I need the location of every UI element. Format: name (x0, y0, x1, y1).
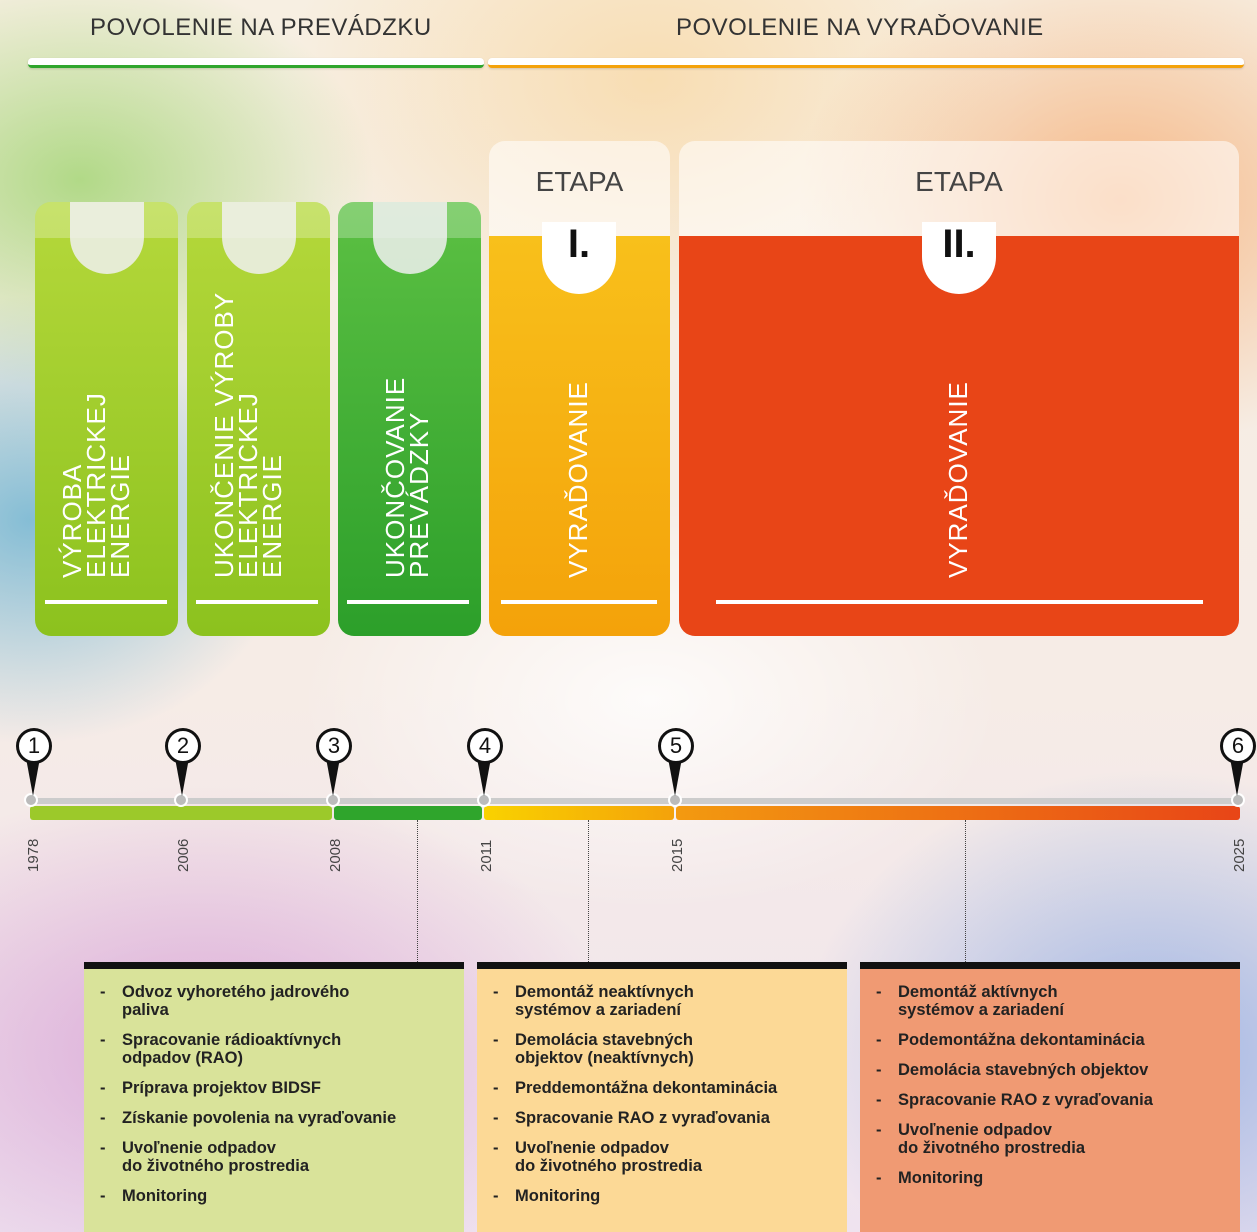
timeline-segment-2 (334, 806, 482, 820)
activity-item: Demontáž neaktívnych systémov a zariaden… (493, 983, 829, 1019)
pin-tail (326, 758, 340, 796)
etapa-roman-1: I. (567, 222, 591, 266)
connector-line-3 (965, 820, 966, 962)
header-decommissioning-permit: POVOLENIE NA VYRAĎOVANIE (676, 14, 1044, 41)
activity-item: Uvoľnenie odpadov do životného prostredi… (100, 1139, 446, 1175)
activity-list-1: Odvoz vyhoretého jadrového paliva Spraco… (100, 983, 446, 1205)
activity-item: Získanie povolenia na vyraďovanie (100, 1109, 446, 1127)
etapa-roman-2: II. (942, 222, 976, 266)
phase-label-1: VÝROBA ELEKTRICKEJ ENERGIE (57, 392, 135, 578)
year-label-4: 2011 (478, 839, 495, 872)
activity-item: Spracovanie RAO z vyraďovania (493, 1109, 829, 1127)
pin-tail (175, 758, 189, 796)
activity-item: Podemontážna dekontaminácia (876, 1031, 1222, 1049)
phase-label-5: VYRAĎOVANIE (943, 381, 973, 578)
phase-underline-3 (347, 600, 469, 604)
timeline-track (30, 798, 1240, 804)
activity-item: Demontáž aktívnych systémov a zariadení (876, 983, 1222, 1019)
activity-box-2: Demontáž neaktívnych systémov a zariaden… (477, 962, 847, 1232)
phase-underline-2 (196, 600, 318, 604)
activity-item: Demolácia stavebných objektov (neaktívny… (493, 1031, 829, 1067)
year-label-6: 2025 (1231, 838, 1248, 872)
activity-box-1: Odvoz vyhoretého jadrového paliva Spraco… (84, 962, 464, 1232)
activity-item: Príprava projektov BIDSF (100, 1079, 446, 1097)
activity-item: Monitoring (493, 1187, 829, 1205)
notch-1 (70, 202, 144, 274)
phase-card-4 (489, 236, 670, 636)
phase-card-5 (679, 236, 1239, 636)
timeline-segment-1 (30, 806, 332, 820)
activity-item: Demolácia stavebných objektov (876, 1061, 1222, 1079)
activity-item: Odvoz vyhoretého jadrového paliva (100, 983, 446, 1019)
etapa-label-2: ETAPA (915, 166, 1003, 197)
pin-tail (477, 758, 491, 796)
milestone-number: 2 (165, 728, 201, 764)
year-label-2: 2006 (175, 838, 192, 872)
milestone-number: 3 (316, 728, 352, 764)
notch-2 (222, 202, 296, 274)
phase-label-2: UKONČENIE VÝROBY ELEKTRICKEJ ENERGIE (209, 291, 287, 578)
phase-card-1 (35, 202, 178, 636)
activity-item: Spracovanie RAO z vyraďovania (876, 1091, 1222, 1109)
notch-4 (542, 222, 616, 294)
header-operation-permit: POVOLENIE NA PREVÁDZKU (90, 14, 432, 41)
header-bar-left (28, 58, 484, 68)
header-bar-right (488, 58, 1244, 68)
milestone-number: 6 (1220, 728, 1256, 764)
connector-line-2 (588, 820, 589, 962)
activity-item: Monitoring (876, 1169, 1222, 1187)
phase-card-2 (187, 202, 330, 636)
activity-item: Uvoľnenie odpadov do životného prostredi… (493, 1139, 829, 1175)
activity-item: Uvoľnenie odpadov do životného prostredi… (876, 1121, 1222, 1157)
connector-line-1 (417, 820, 418, 962)
milestone-number: 1 (16, 728, 52, 764)
timeline-segment-4 (676, 806, 1240, 820)
milestone-number: 4 (467, 728, 503, 764)
year-label-1: 1978 (25, 838, 42, 872)
activity-item: Spracovanie rádioaktívnych odpadov (RAO) (100, 1031, 446, 1067)
timeline-segment-3 (484, 806, 674, 820)
activity-box-3: Demontáž aktívnych systémov a zariadení … (860, 962, 1240, 1232)
phase-card-3 (338, 202, 481, 636)
phase-label-3: UKONČOVANIE PREVÁDZKY (380, 376, 434, 578)
phase-underline-4 (501, 600, 657, 604)
etapa-label-1: ETAPA (535, 166, 624, 197)
activity-list-3: Demontáž aktívnych systémov a zariadení … (876, 983, 1222, 1187)
phase-underline-5 (716, 600, 1203, 604)
phase-label-4: VYRAĎOVANIE (563, 381, 593, 578)
pin-tail (668, 758, 682, 796)
milestone-number: 5 (658, 728, 694, 764)
year-label-3: 2008 (327, 838, 344, 872)
activity-item: Monitoring (100, 1187, 446, 1205)
pin-tail (1230, 758, 1244, 796)
activity-item: Preddemontážna dekontaminácia (493, 1079, 829, 1097)
notch-3 (373, 202, 447, 274)
notch-5 (922, 222, 996, 294)
phase-underline-1 (45, 600, 167, 604)
pin-tail (26, 758, 40, 796)
activity-list-2: Demontáž neaktívnych systémov a zariaden… (493, 983, 829, 1205)
year-label-5: 2015 (669, 838, 686, 872)
